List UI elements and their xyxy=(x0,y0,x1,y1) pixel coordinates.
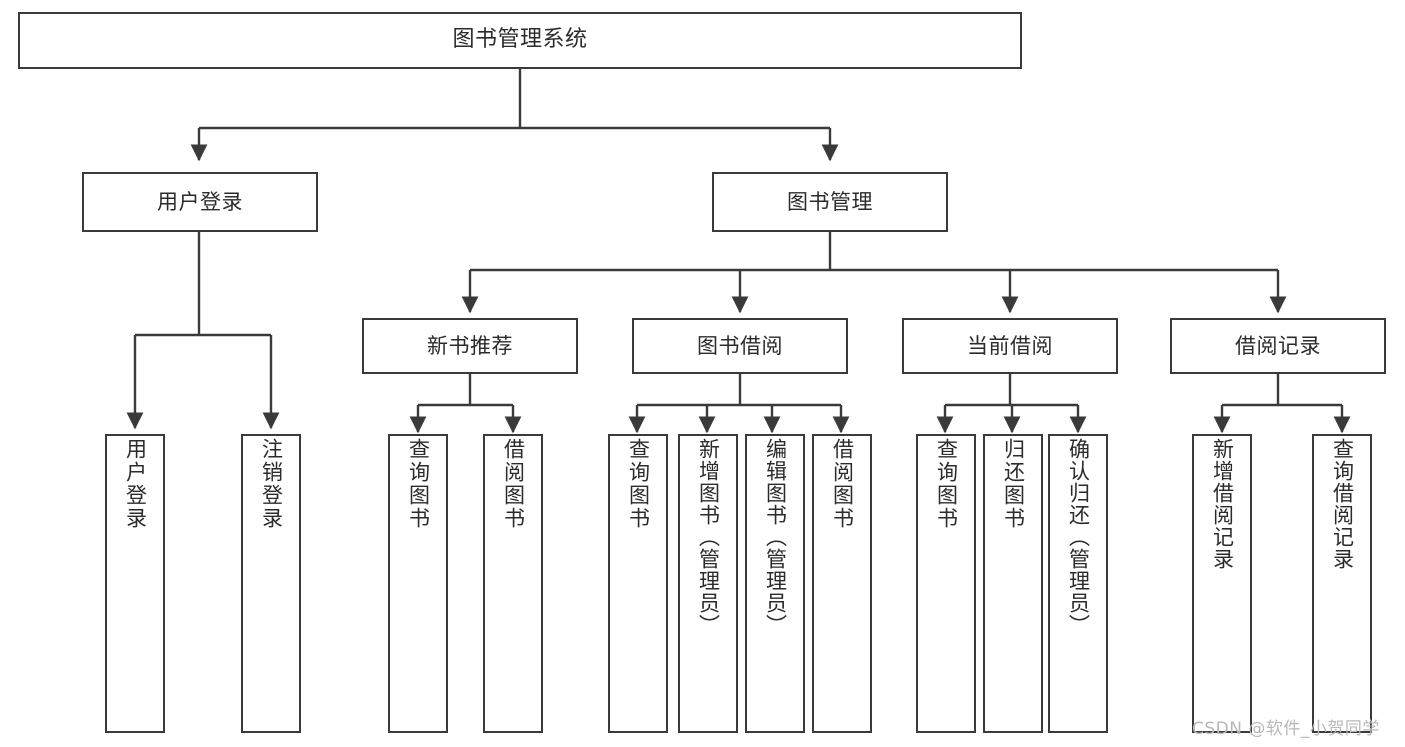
node-current-borrow[interactable]: 当前借阅 xyxy=(902,318,1118,374)
node-leaf-query-record[interactable]: 查询借阅记录 xyxy=(1312,434,1372,733)
node-leaf-edit-book[interactable]: 编辑图书（管理员） xyxy=(745,434,805,733)
node-leaf-user-logout[interactable]: 注销登录 xyxy=(241,434,301,733)
node-leaf-confirm-return-label: 确认归还（管理员） xyxy=(1066,438,1091,636)
node-leaf-return-book-label: 归还图书 xyxy=(1001,438,1026,530)
node-leaf-user-login-label: 用户登录 xyxy=(123,438,148,530)
node-new-book-recommend-label: 新书推荐 xyxy=(427,333,513,358)
node-leaf-add-book[interactable]: 新增图书（管理员） xyxy=(678,434,738,733)
node-book-manage[interactable]: 图书管理 xyxy=(712,172,948,232)
node-leaf-add-record-label: 新增借阅记录 xyxy=(1210,438,1235,570)
node-leaf-add-book-label: 新增图书（管理员） xyxy=(696,438,721,636)
node-leaf-query-book-2-label: 查询图书 xyxy=(626,438,651,530)
node-leaf-query-book-2[interactable]: 查询图书 xyxy=(608,434,668,733)
node-book-manage-label: 图书管理 xyxy=(787,189,873,214)
node-root[interactable]: 图书管理系统 xyxy=(18,12,1022,69)
node-book-borrow-label: 图书借阅 xyxy=(697,333,783,358)
node-leaf-borrow-book-1-label: 借阅图书 xyxy=(501,438,526,530)
node-user-login[interactable]: 用户登录 xyxy=(82,172,318,232)
node-leaf-query-book-1[interactable]: 查询图书 xyxy=(388,434,448,733)
node-leaf-edit-book-label: 编辑图书（管理员） xyxy=(763,438,788,636)
node-leaf-add-record[interactable]: 新增借阅记录 xyxy=(1192,434,1252,733)
node-leaf-user-logout-label: 注销登录 xyxy=(259,438,284,530)
node-borrow-record-label: 借阅记录 xyxy=(1235,333,1321,358)
node-root-label: 图书管理系统 xyxy=(452,27,588,53)
node-book-borrow[interactable]: 图书借阅 xyxy=(632,318,848,374)
node-leaf-borrow-book-1[interactable]: 借阅图书 xyxy=(483,434,543,733)
node-new-book-recommend[interactable]: 新书推荐 xyxy=(362,318,578,374)
watermark: CSDN @软件_小贺同学 xyxy=(1192,719,1380,739)
node-borrow-record[interactable]: 借阅记录 xyxy=(1170,318,1386,374)
node-leaf-query-book-1-label: 查询图书 xyxy=(406,438,431,530)
node-user-login-label: 用户登录 xyxy=(157,189,243,214)
node-leaf-user-login[interactable]: 用户登录 xyxy=(105,434,165,733)
node-leaf-confirm-return[interactable]: 确认归还（管理员） xyxy=(1048,434,1108,733)
node-leaf-query-book-3[interactable]: 查询图书 xyxy=(916,434,976,733)
node-current-borrow-label: 当前借阅 xyxy=(967,333,1053,358)
node-leaf-return-book[interactable]: 归还图书 xyxy=(983,434,1043,733)
node-leaf-borrow-book-2[interactable]: 借阅图书 xyxy=(812,434,872,733)
node-leaf-query-record-label: 查询借阅记录 xyxy=(1330,438,1355,570)
node-leaf-query-book-3-label: 查询图书 xyxy=(934,438,959,530)
node-leaf-borrow-book-2-label: 借阅图书 xyxy=(830,438,855,530)
